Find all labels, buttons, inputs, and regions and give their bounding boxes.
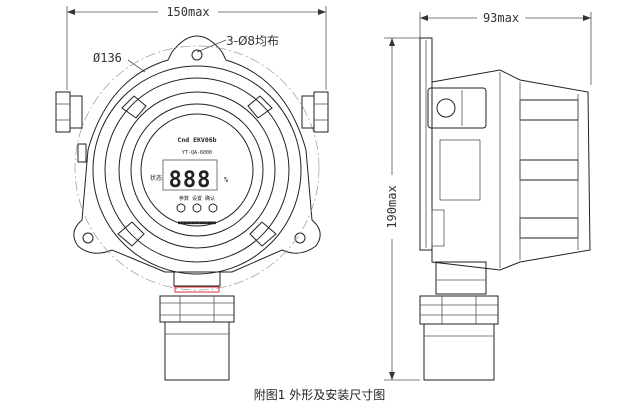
mount-hole-left xyxy=(82,232,94,244)
housing-cover-ring xyxy=(104,77,290,263)
button-3 xyxy=(208,203,218,213)
side-top-gland xyxy=(427,87,487,129)
diameter-callout: Ø136 xyxy=(93,51,146,73)
mounting-holes-callout: 3-Ø8均布 xyxy=(196,34,279,53)
left-cable-gland xyxy=(55,91,83,133)
height-dimension: 190max xyxy=(384,37,420,381)
display-unit: % xyxy=(224,176,229,184)
figure-caption: 附图1 外形及安装尺寸图 xyxy=(253,388,386,402)
side-cover-fins xyxy=(499,72,579,268)
front-view: 150max Ø136 3-Ø8均布 xyxy=(55,4,329,381)
lcd-frame xyxy=(162,159,218,191)
side-gland-hole xyxy=(436,98,456,118)
housing-inner-ring xyxy=(118,91,276,249)
holes-label: 3-Ø8均布 xyxy=(226,34,279,48)
side-view: 93max 190max xyxy=(384,10,592,381)
mounting-flange xyxy=(73,35,321,273)
side-width-dimension: 93max xyxy=(419,10,592,85)
display-brand: Cnd EKV06b xyxy=(177,136,216,144)
display-readout: 888 xyxy=(169,168,212,193)
display-company: ■■■■■■■■■■■■■■ xyxy=(178,221,216,226)
width-label: 150max xyxy=(166,5,209,19)
window-rim xyxy=(130,103,264,237)
side-width-label: 93max xyxy=(483,11,519,25)
display-model: YT-QA-6000 xyxy=(182,150,212,156)
side-inner-block xyxy=(439,139,481,201)
bolt-circle xyxy=(74,45,320,291)
button-1 xyxy=(176,203,186,213)
button-2 xyxy=(192,203,202,213)
side-inner-slot xyxy=(431,209,445,247)
cover-lugs xyxy=(117,95,277,247)
width-dimension: 150max xyxy=(66,4,327,90)
right-cable-gland xyxy=(301,91,329,133)
display-window xyxy=(140,113,254,227)
housing-outer-ring xyxy=(92,65,302,275)
display-status-label: 状态 xyxy=(150,174,162,182)
side-bottom-sensor xyxy=(419,261,499,381)
mount-hole-top xyxy=(191,49,203,61)
diameter-label: Ø136 xyxy=(93,51,122,65)
grounding-screw xyxy=(77,143,87,163)
side-housing-body xyxy=(431,69,591,271)
display-buttons-label: 参数 设置 确认 xyxy=(179,195,215,202)
bottom-sensor-assembly xyxy=(159,271,235,381)
height-label: 190max xyxy=(385,185,399,228)
